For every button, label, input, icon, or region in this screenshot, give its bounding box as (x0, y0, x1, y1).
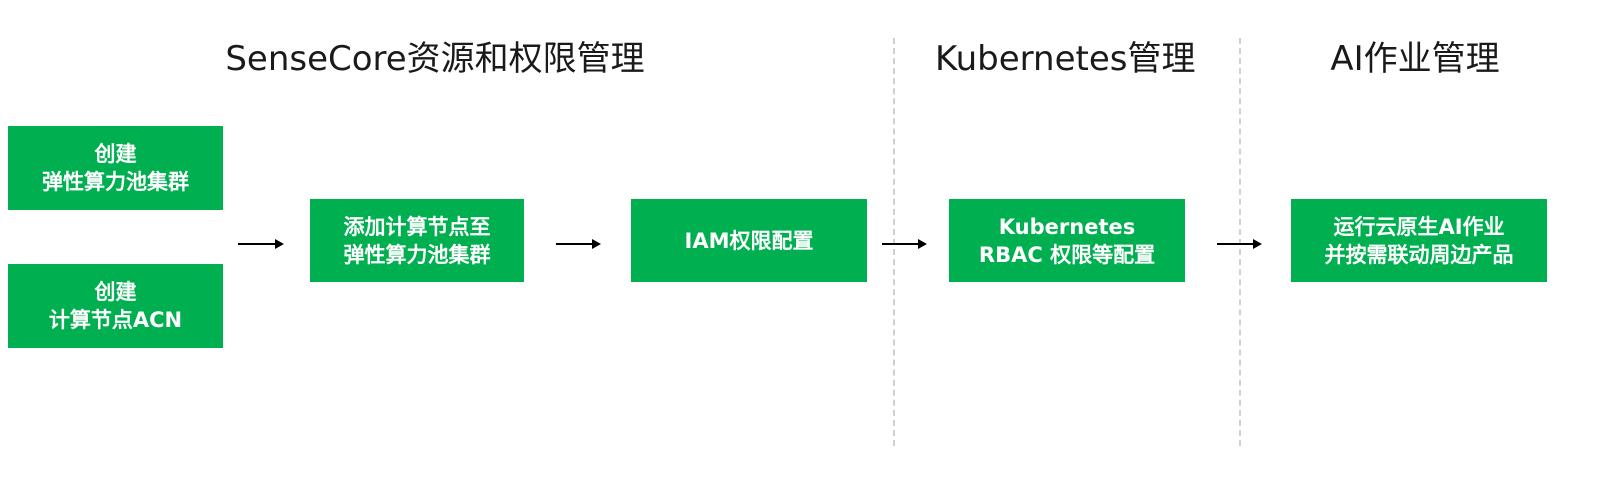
step-add-node-line2: 弹性算力池集群 (343, 242, 491, 267)
step-add-node: 添加计算节点至 弹性算力池集群 (310, 199, 524, 282)
step-run-ai-job-line2: 并按需联动周边产品 (1324, 242, 1514, 267)
step-rbac-config: Kubernetes RBAC 权限等配置 (949, 199, 1185, 282)
section-title-kubernetes-management: Kubernetes管理 (935, 39, 1196, 79)
step-create-acn-line2: 计算节点ACN (48, 308, 183, 332)
flow-arrow-2 (556, 239, 601, 249)
arrow-head-icon (592, 239, 601, 249)
flow-arrow-3 (882, 239, 927, 249)
section-divider-1 (893, 38, 895, 446)
step-create-pool: 创建 弹性算力池集群 (8, 126, 223, 210)
step-create-pool-line2: 弹性算力池集群 (42, 170, 189, 194)
section-title-ai-job-management: AI作业管理 (1330, 39, 1500, 79)
step-create-acn-line1: 创建 (94, 280, 137, 304)
flow-arrow-4 (1217, 239, 1262, 249)
flow-arrow-2-line (556, 243, 593, 245)
step-create-pool-line1: 创建 (94, 142, 137, 166)
step-run-ai-job: 运行云原生AI作业 并按需联动周边产品 (1291, 199, 1547, 282)
step-rbac-config-line2: RBAC 权限等配置 (978, 242, 1156, 267)
step-iam-config: IAM权限配置 (631, 199, 867, 282)
step-iam-config-line1: IAM权限配置 (684, 228, 814, 253)
flow-arrow-3-line (882, 243, 919, 245)
flow-arrow-4-line (1217, 243, 1254, 245)
flow-arrow-1 (238, 239, 284, 249)
step-run-ai-job-line1: 运行云原生AI作业 (1333, 214, 1505, 239)
step-rbac-config-line1: Kubernetes (998, 214, 1136, 239)
section-title-resource-management: SenseCore资源和权限管理 (225, 39, 645, 79)
arrow-head-icon (1253, 239, 1262, 249)
arrow-head-icon (918, 239, 927, 249)
flow-arrow-1-line (238, 243, 276, 245)
section-divider-2 (1239, 38, 1241, 446)
step-add-node-line1: 添加计算节点至 (343, 214, 491, 239)
arrow-head-icon (275, 239, 284, 249)
step-create-acn: 创建 计算节点ACN (8, 264, 223, 348)
